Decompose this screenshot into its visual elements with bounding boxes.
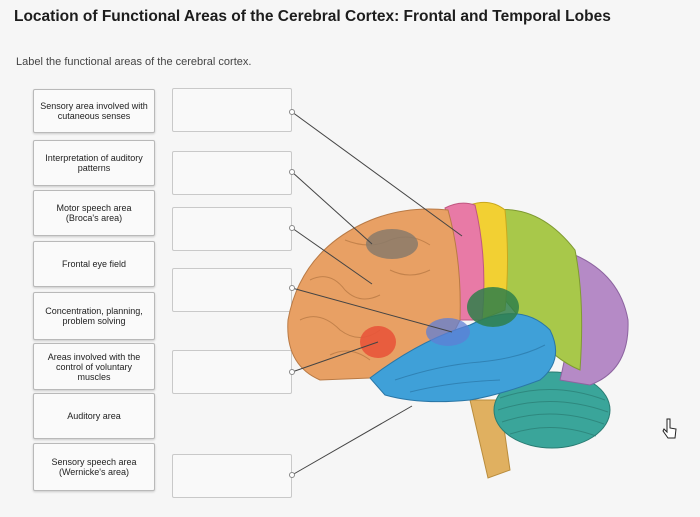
label-tile-concentration[interactable]: Concentration, planning, problem solving: [33, 292, 155, 340]
label-tile-text: Sensory speech area (Wernicke's area): [51, 457, 137, 477]
leader-line: [291, 227, 373, 285]
label-tile-text: Areas involved with the control of volun…: [47, 351, 141, 382]
auditory-area-patch: [426, 318, 470, 346]
wernicke-area: [467, 287, 519, 327]
label-tile-text: Sensory area involved with cutaneous sen…: [40, 101, 148, 121]
label-tile-auditory-patterns[interactable]: Interpretation of auditory patterns: [33, 140, 155, 186]
drop-target-1[interactable]: [172, 88, 292, 132]
leader-line: [291, 287, 453, 333]
label-tile-wernicke[interactable]: Sensory speech area (Wernicke's area): [33, 443, 155, 491]
leader-line: [291, 171, 373, 245]
page-title: Location of Functional Areas of the Cere…: [14, 8, 611, 25]
label-tile-text: Concentration, planning, problem solving: [45, 306, 143, 326]
label-tile-frontal-eye-field[interactable]: Frontal eye field: [33, 241, 155, 287]
pointer-cursor-icon: [662, 418, 677, 439]
cerebellum: [493, 371, 611, 449]
label-tile-voluntary-muscles[interactable]: Areas involved with the control of volun…: [33, 343, 155, 390]
leader-line: [291, 405, 413, 476]
label-tile-text: Frontal eye field: [61, 259, 127, 269]
label-tile-cutaneous-senses[interactable]: Sensory area involved with cutaneous sen…: [33, 89, 155, 133]
instruction-text: Label the functional areas of the cerebr…: [16, 56, 252, 68]
label-tile-text: Auditory area: [67, 411, 121, 421]
leader-line: [291, 111, 463, 237]
label-tile-auditory-area[interactable]: Auditory area: [33, 393, 155, 439]
drop-target-3[interactable]: [172, 207, 292, 251]
frontal-eye-field: [366, 229, 418, 259]
drop-target-4[interactable]: [172, 268, 292, 312]
label-tile-broca[interactable]: Motor speech area (Broca's area): [33, 190, 155, 236]
leader-line: [291, 341, 379, 373]
label-tile-text: Motor speech area (Broca's area): [56, 203, 132, 223]
drop-target-5[interactable]: [172, 350, 292, 394]
label-tile-text: Interpretation of auditory patterns: [45, 153, 143, 173]
drop-target-2[interactable]: [172, 151, 292, 195]
frontal-lobe: [287, 208, 461, 381]
